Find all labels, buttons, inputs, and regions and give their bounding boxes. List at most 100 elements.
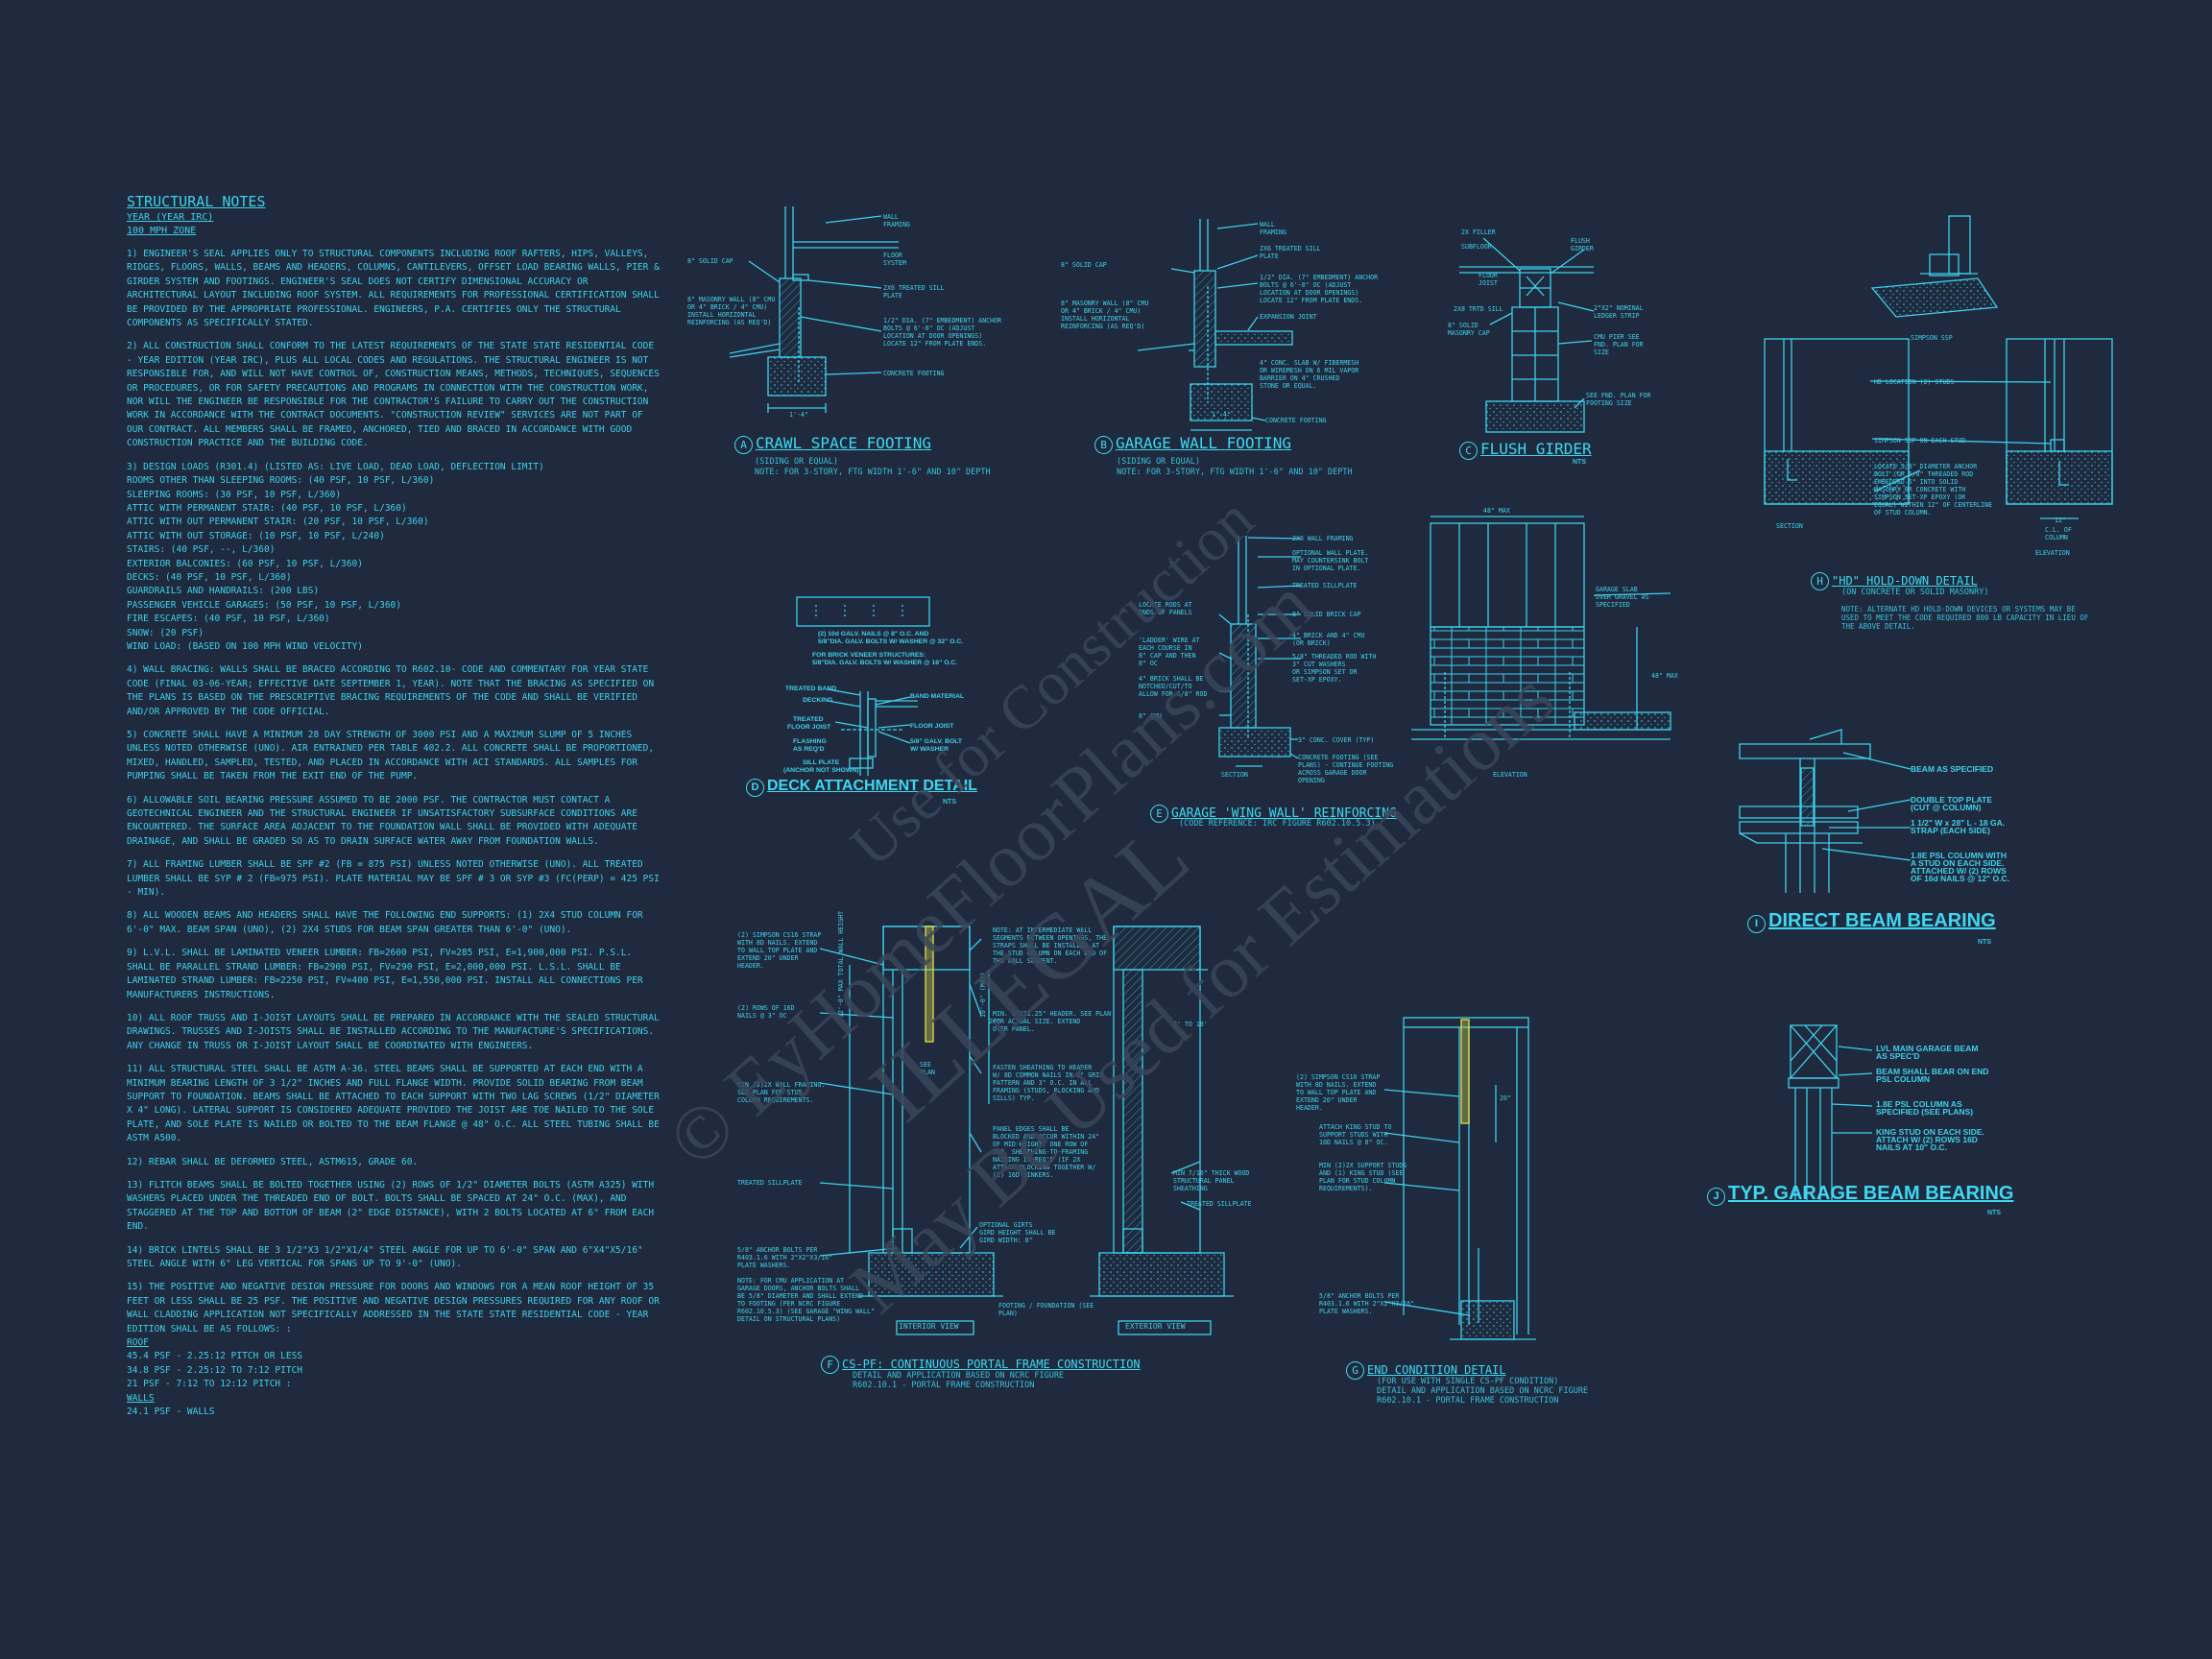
detail-e-label: ACROSS GARAGE DOOR	[1298, 769, 1367, 777]
detail-h-label: SECTION	[1776, 522, 1803, 530]
detail-f-sub1: DETAIL AND APPLICATION BASED ON NCRC FIG…	[853, 1371, 1065, 1381]
detail-d-label: FLOOR JOIST	[910, 723, 954, 730]
detail-i-label: A STUD ON EACH SIDE.	[1911, 858, 2005, 868]
detail-a-linework	[729, 206, 899, 413]
detail-g-label: ATTACH KING STUD TO	[1319, 1123, 1392, 1131]
detail-d-label: TREATED	[793, 716, 824, 723]
detail-c-label: FLOOR	[1479, 272, 1498, 279]
detail-f-label: 10'-0" (MAX)	[979, 972, 987, 1018]
detail-f-label: 2' TO 18'	[1173, 1021, 1208, 1028]
load-item: EXTERIOR BALCONIES: (60 PSF, 10 PSF, L/3…	[127, 558, 363, 569]
detail-h-label: EQUAL) WITHIN 12" OF CENTERLINE	[1874, 501, 1993, 509]
detail-f-label: (2) ROWS OF 16d	[737, 1004, 795, 1012]
detail-e-label: 48" MAX	[1651, 672, 1678, 680]
note-12: 12) REBAR SHALL BE DEFORMED STEEL, ASTM6…	[127, 1156, 419, 1167]
detail-b-label: BARRIER ON 4" CRUSHED	[1260, 374, 1340, 382]
detail-h-label: EMBEDDED 5" INTO SOLID	[1874, 478, 1959, 486]
detail-c-label: CMU PIER SEE	[1594, 333, 1640, 341]
detail-h-sub3: USED TO MEET THE CODE REQUIRED 800 LB CA…	[1841, 613, 2089, 622]
note-13: 13) FLITCH BEAMS SHALL BE BOLTED TOGETHE…	[127, 1179, 655, 1233]
detail-f-label: FRAMING (STUDS, BLOCKING AND	[993, 1087, 1100, 1094]
detail-d-label: FOR BRICK VENEER STRUCTURES:	[812, 652, 926, 659]
detail-e-label: EACH COURSE IN	[1139, 644, 1192, 652]
detail-e-label: SET-XP EPOXY.	[1292, 676, 1342, 684]
detail-d-linework	[796, 596, 930, 776]
detail-g-label: REQUIREMENTS).	[1319, 1185, 1373, 1192]
detail-f-label: THE WALL SEGMENT.	[993, 957, 1058, 965]
detail-e-label: 2x6 WALL FRAMING	[1292, 535, 1354, 542]
detail-b-label: OR WIREMESH ON 6 MIL VAPOR	[1260, 367, 1359, 374]
detail-a-label: INSTALL HORIZONTAL	[687, 311, 757, 319]
detail-g-sub1: (FOR USE WITH SINGLE CS-PF CONDITION)	[1377, 1377, 1559, 1386]
detail-e-label: GARAGE SLAB	[1596, 586, 1638, 593]
detail-e-label: LOCATE RODS AT	[1139, 601, 1192, 609]
detail-f-label: SHEATHING	[1173, 1185, 1208, 1192]
load-item: PASSENGER VEHICLE GARAGES: (50 PSF, 10 P…	[127, 599, 401, 611]
detail-h-label: C.L. OF	[2045, 526, 2072, 534]
detail-j-label: AS SPEC'D	[1876, 1051, 1920, 1061]
detail-g-label: 20"	[1500, 1094, 1511, 1102]
note-6: 6) ALLOWABLE SOIL BEARING PRESSURE ASSUM…	[127, 794, 637, 847]
detail-h-label: MASONRY OR CONCRETE WITH	[1874, 486, 1966, 493]
detail-g-label: MIN (2)2X SUPPORT STUDS	[1319, 1162, 1407, 1169]
detail-b-sub1: (SIDING OR EQUAL)	[1117, 457, 1200, 467]
detail-f-label: TREATED SILLPLATE	[1187, 1200, 1252, 1208]
detail-e-sub1: (CODE REFERENCE: IRC FIGURE R602.10.5.3)	[1179, 819, 1376, 829]
detail-a-label: 8" SOLID CAP	[687, 257, 733, 265]
detail-e-marker: E	[1150, 805, 1168, 823]
design-loads-list: ROOMS OTHER THAN SLEEPING ROOMS: (40 PSF…	[127, 474, 660, 654]
detail-f-label: BLOCKED AND OCCUR WITHIN 24"	[993, 1133, 1100, 1141]
notes-wind-zone: 100 mph ZONE	[127, 226, 197, 236]
detail-g-label: 10d NAILS @ 8" OC.	[1319, 1139, 1388, 1146]
detail-a-label: FLOOR	[883, 252, 902, 259]
detail-e-label: NOTCHED/CUT/TO	[1139, 683, 1192, 690]
detail-c-label: SEE FND. PLAN FOR	[1586, 392, 1651, 399]
detail-c-label: 2"X2" NOMINAL	[1594, 304, 1644, 312]
detail-e-label: ALLOW FOR 5/8" ROD	[1139, 690, 1208, 698]
detail-i-label: 1.8E PSL COLUMN WITH	[1911, 851, 2007, 860]
detail-f-label: SILLS) TYP.	[993, 1094, 1035, 1102]
detail-f-label: THE STUD COLUMN ON EACH END OF	[993, 950, 1108, 957]
detail-f-label: MIN 7/16" THICK WOOD	[1173, 1169, 1250, 1177]
detail-j-label: KING STUD ON EACH SIDE.	[1876, 1127, 1984, 1137]
detail-a-marker: A	[734, 436, 753, 454]
detail-b-label: EXPANSION JOINT	[1260, 313, 1317, 321]
detail-h-linework	[1764, 215, 2113, 519]
detail-f-label: TO FOOTING (PER NCRC FIGURE	[737, 1300, 841, 1308]
detail-b-label: STONE OR EQUAL.	[1260, 382, 1317, 390]
detail-g-label: PLATE WASHERS.	[1319, 1308, 1373, 1315]
detail-b-linework	[1137, 219, 1293, 431]
detail-b-label: 1'-4"	[1212, 411, 1231, 419]
note-8: 8) ALL WOODEN BEAMS AND HEADERS SHALL HA…	[127, 910, 643, 935]
detail-g-label: PLAN FOR STUD COLUMN	[1319, 1177, 1396, 1185]
detail-a-sub1: (SIDING OR EQUAL)	[755, 457, 838, 467]
detail-b-label: CONCRETE FOOTING	[1265, 417, 1327, 424]
detail-a-label: LOCATION AT DOOR OPENINGS)	[883, 332, 983, 340]
detail-e-title-text: GARAGE 'WING WALL' REINFORCING	[1171, 806, 1397, 821]
detail-e-label: 3" CONC. COVER (TYP)	[1298, 736, 1375, 744]
detail-h-sub2: NOTE: ALTERNATE HD HOLD-DOWN DEVICES OR …	[1841, 605, 2076, 613]
detail-e-label: 4" BRICK SHALL BE	[1139, 675, 1204, 683]
note-2: 2) ALL CONSTRUCTION SHALL CONFORM TO THE…	[127, 341, 660, 449]
roof-pressure: 45.4 PSF - 2.25:12 PITCH OR LESS	[127, 1351, 303, 1362]
detail-f-label: R403.1.6 WITH 2"x2"x3/16"	[737, 1254, 833, 1262]
detail-f-label: R602.10.5.3) (SEE GARAGE "WING WALL"	[737, 1308, 875, 1315]
detail-h-label: 12"	[2055, 517, 2066, 524]
detail-e-label: 5/8" THREADED ROD WITH	[1292, 653, 1377, 661]
detail-c-label: 8" SOLID	[1448, 322, 1479, 329]
detail-d-label: DECKING	[803, 697, 833, 704]
detail-a-label: REINFORCING (AS REQ'D)	[687, 319, 772, 326]
detail-h-label: COLUMN	[2045, 534, 2068, 541]
detail-e-label: 8" OC	[1139, 660, 1158, 667]
detail-b-label: LOCATION AT DOOR OPENINGS)	[1260, 289, 1359, 297]
detail-b-label: INSTALL HORIZONTAL	[1061, 315, 1130, 323]
detail-d-label: SILL PLATE	[803, 759, 840, 766]
detail-f-label: (2) 16d SINKERS.	[993, 1171, 1054, 1179]
detail-e-label: 8" CAP AND THEN	[1139, 652, 1196, 660]
detail-c-label: SIZE	[1594, 349, 1609, 356]
detail-f-linework	[819, 926, 1234, 1335]
